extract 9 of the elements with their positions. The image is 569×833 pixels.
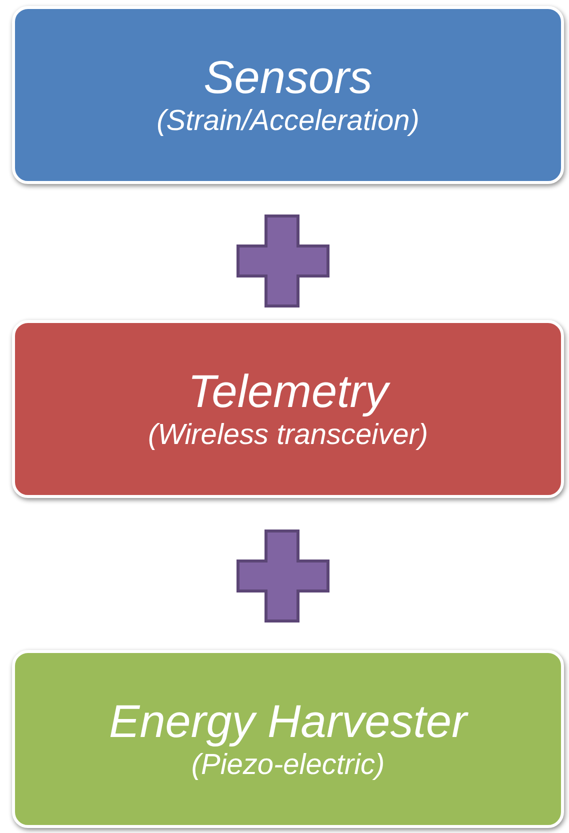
box-subtitle: (Wireless transceiver) [148,418,428,453]
box-subtitle: (Strain/Acceleration) [156,104,420,139]
box-title: Telemetry [188,365,388,418]
box-title: Energy Harvester [109,695,467,748]
component-box [12,320,564,498]
component-box [12,650,564,828]
box-subtitle: (Piezo-electric) [191,748,385,783]
component-box [12,6,564,184]
box-title: Sensors [204,51,372,104]
